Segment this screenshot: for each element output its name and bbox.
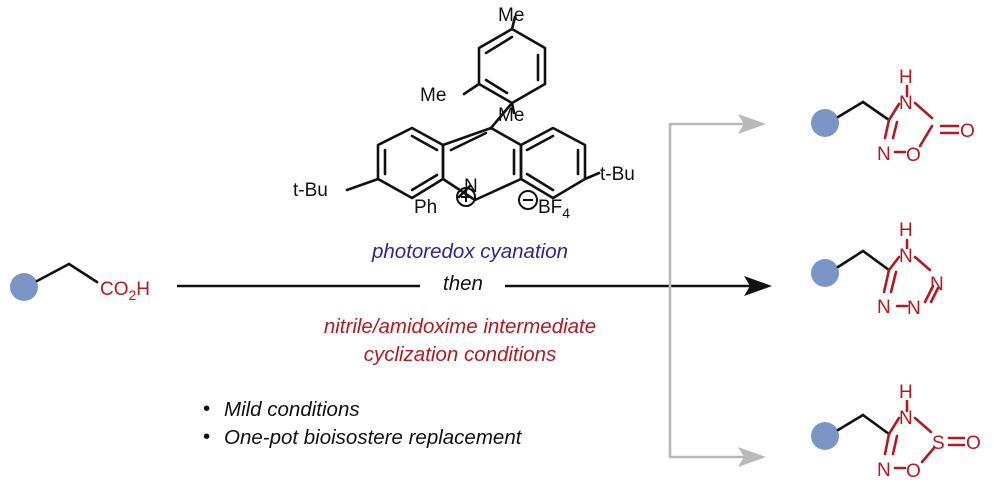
product2-n4-label: N [877, 297, 891, 318]
reaction-arrows [177, 114, 772, 467]
product1-dot-icon [811, 109, 839, 137]
methyl-label-top: Me [498, 5, 524, 26]
product1-o-ring-label: O [906, 145, 921, 166]
feature-item-mild: Mild conditions [224, 398, 360, 421]
product1-n-top-label: N [899, 93, 913, 114]
product2-n2-label: N [930, 274, 944, 295]
carboxylic-acid-label: CO2H [100, 279, 150, 303]
condition-line-photoredox: photoredox cyanation [371, 240, 568, 263]
product2-n1-label: N [899, 246, 913, 267]
bottom-arrowhead-icon [738, 447, 766, 467]
product-tetrazole: H N N N N [811, 220, 944, 319]
bullet-1: • [203, 397, 210, 420]
feature-item-one-pot: One-pot bioisostere replacement [224, 426, 523, 449]
product3-dot-icon [811, 422, 839, 450]
reaction-conditions: photoredox cyanation then nitrile/amidox… [324, 240, 596, 366]
product2-n3-label: N [907, 298, 921, 319]
positive-charge-icon [456, 187, 476, 207]
substrate-dot-icon [10, 273, 38, 301]
product3-s-label: S [932, 433, 945, 454]
product3-n-top-label: N [899, 408, 913, 429]
product3-h-label: H [899, 382, 913, 403]
product1-n-left-label: N [877, 144, 891, 165]
methyl-label-right: Me [498, 105, 524, 126]
negative-charge-icon [518, 190, 538, 210]
main-arrowhead-icon [744, 276, 772, 296]
product-oxathiadiazole: H N N O S O [811, 382, 981, 482]
condition-line-intermediate: nitrile/amidoxime intermediate [324, 315, 596, 338]
top-arrowhead-icon [738, 114, 766, 134]
product3-o-ring-label: O [906, 461, 921, 482]
feature-list: • Mild conditions • One-pot bioisostere … [203, 397, 523, 449]
phenyl-label: Ph [414, 197, 437, 218]
tbu-label-left: t-Bu [293, 180, 328, 201]
product3-n-left-label: N [877, 460, 891, 481]
methyl-label-left: Me [420, 85, 446, 106]
product1-o-exo-label: O [960, 121, 975, 142]
product2-dot-icon [811, 259, 839, 287]
bullet-2: • [203, 425, 210, 448]
product3-o-exo-label: O [966, 433, 981, 454]
product1-h-label: H [899, 67, 913, 88]
product2-h-label: H [899, 220, 913, 241]
counter-ion-label: BF4 [538, 197, 570, 221]
tbu-label-right: t-Bu [600, 164, 635, 185]
condition-line-cyclization: cyclization conditions [364, 343, 557, 366]
product-oxadiazolone: H N N O O [811, 67, 975, 166]
acridinium-catalyst: Me Me Me t-Bu t-Bu N Ph BF4 [293, 5, 635, 221]
substrate: CO2H [10, 262, 150, 303]
condition-line-then: then [443, 272, 483, 295]
